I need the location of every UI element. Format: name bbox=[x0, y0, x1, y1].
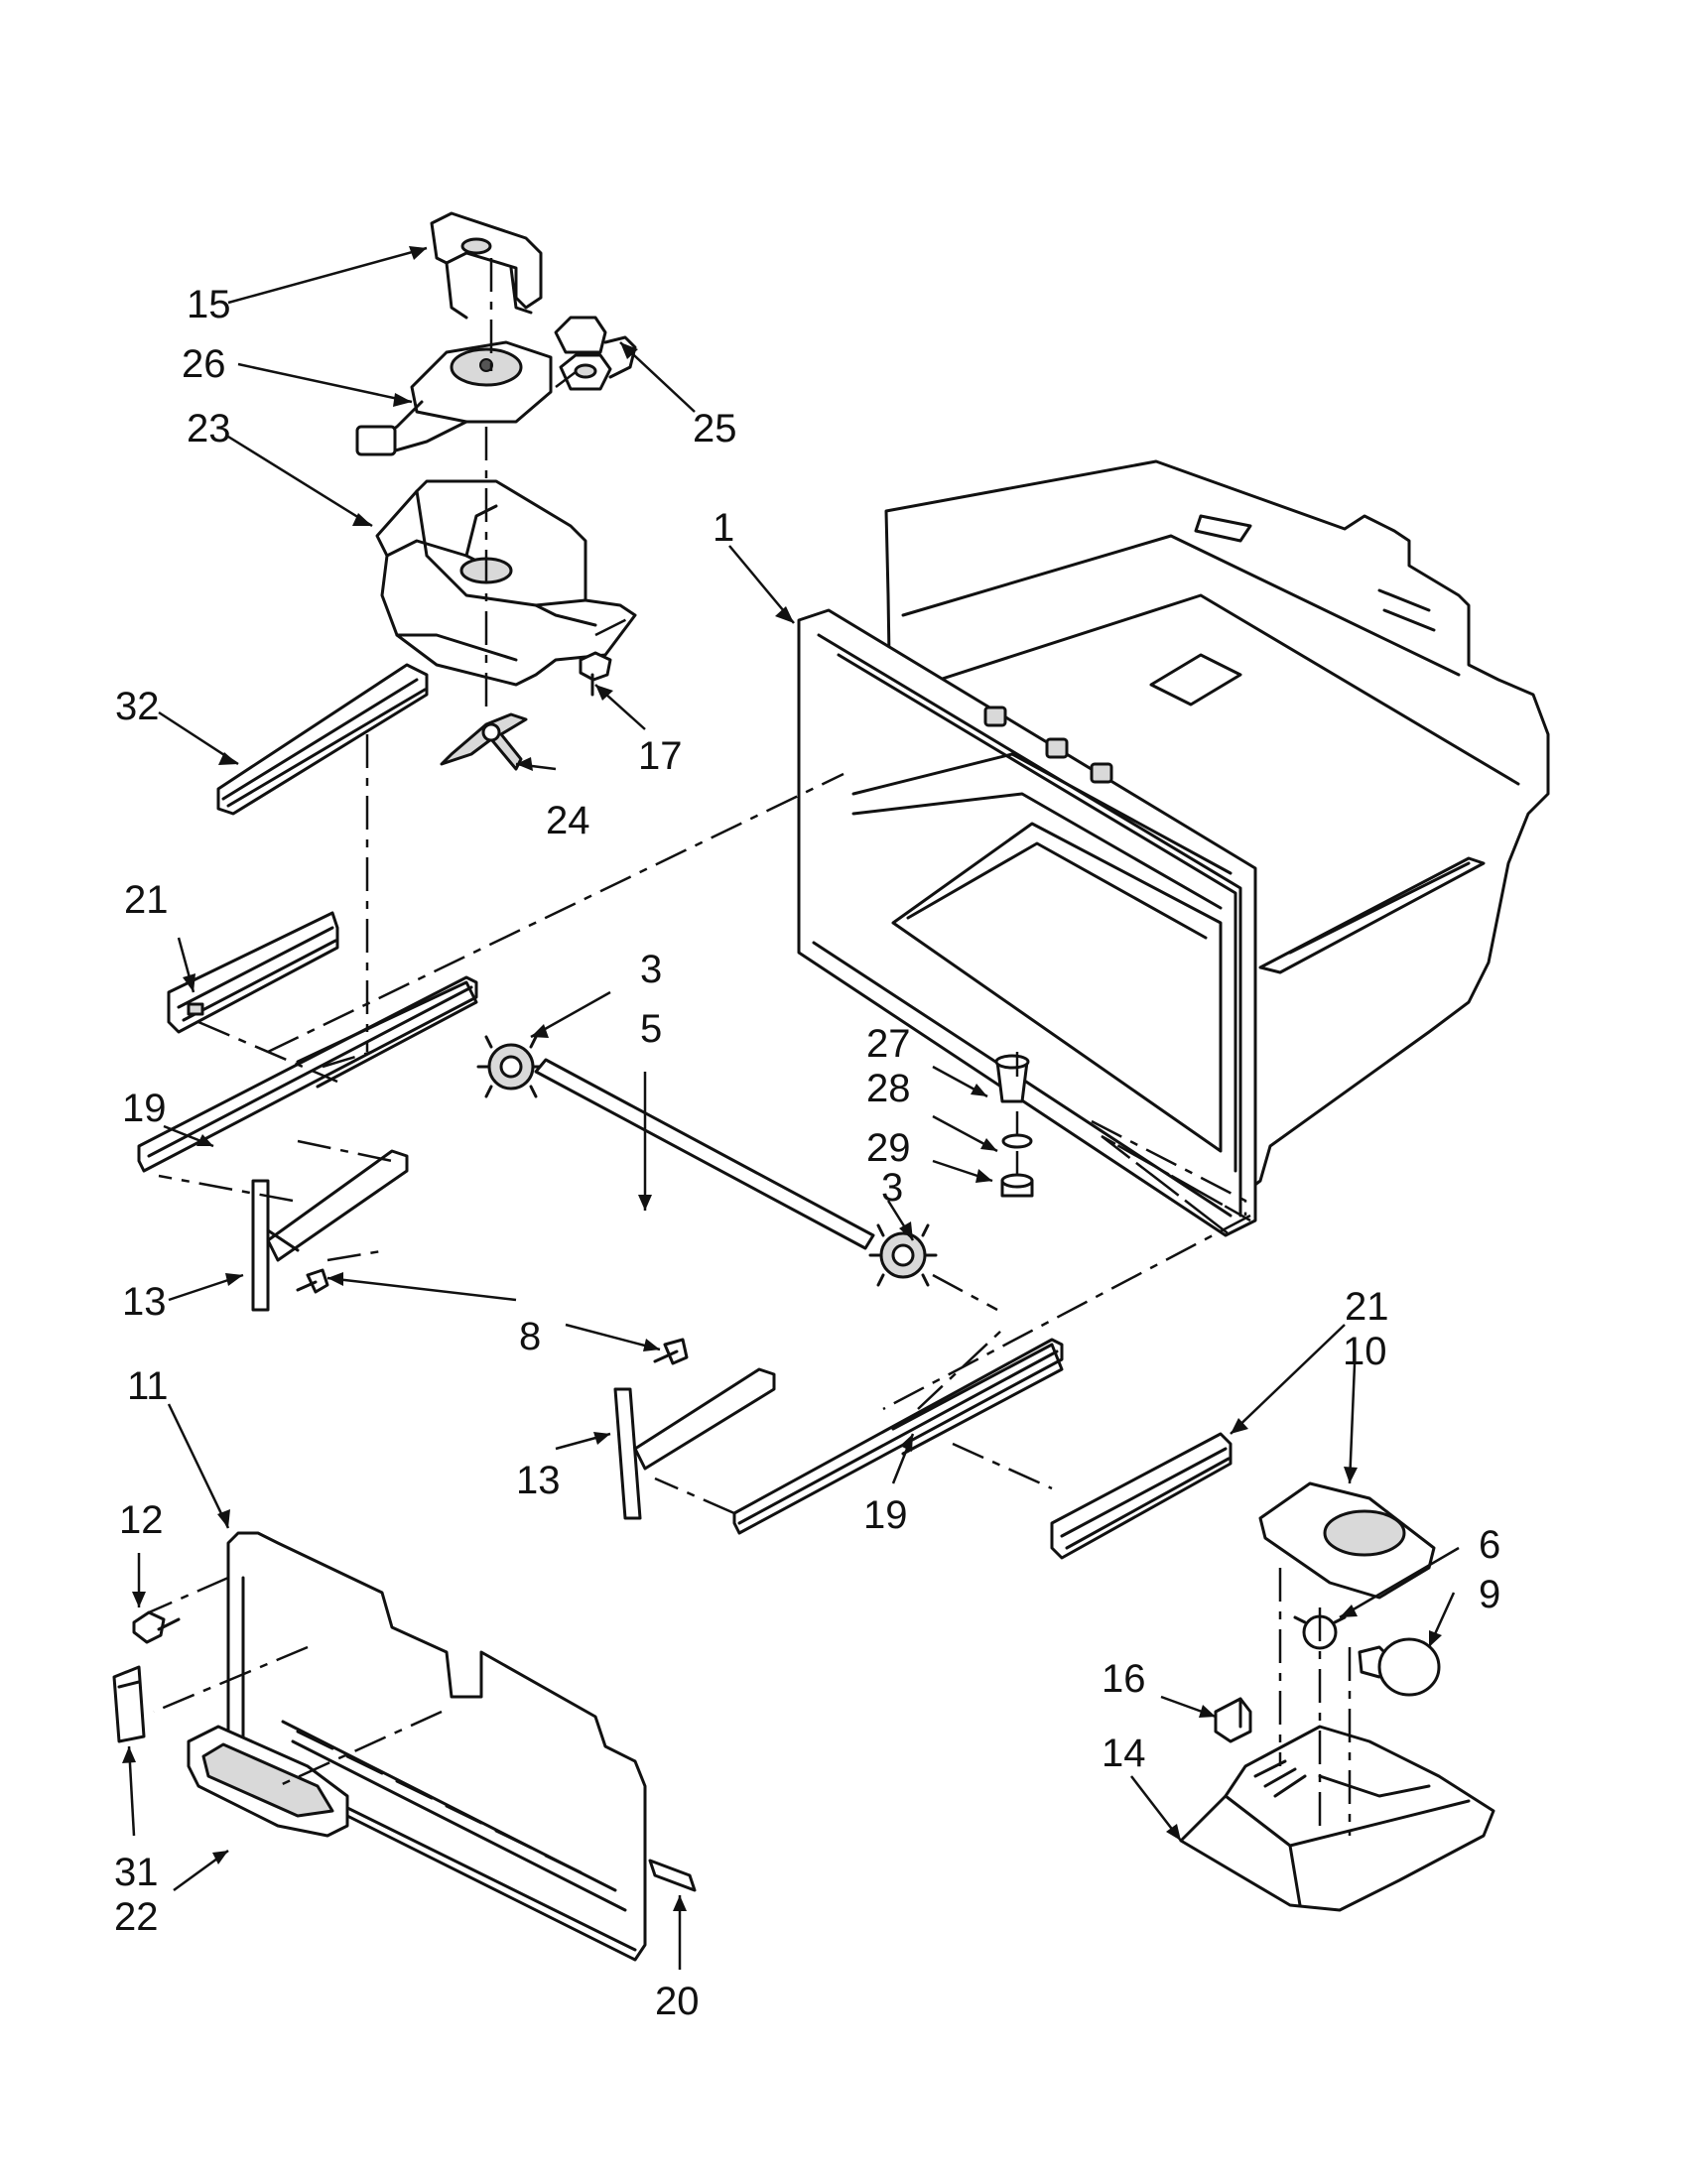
bracket-right bbox=[613, 1367, 776, 1520]
clip-31 bbox=[112, 1665, 146, 1743]
glide-rail-right bbox=[732, 1338, 1064, 1535]
callout-28: 28 bbox=[866, 1067, 911, 1110]
callout-27: 27 bbox=[866, 1022, 911, 1066]
callout-26: 26 bbox=[182, 342, 226, 386]
fan-motor bbox=[355, 340, 553, 456]
callout-3-lower: 3 bbox=[881, 1166, 903, 1210]
top-bracket bbox=[430, 211, 543, 320]
callout-8: 8 bbox=[519, 1315, 541, 1358]
callout-20: 20 bbox=[655, 1980, 700, 2023]
switch bbox=[1214, 1697, 1252, 1743]
callout-15: 15 bbox=[187, 283, 231, 326]
callout-14: 14 bbox=[1102, 1732, 1146, 1775]
screw-12 bbox=[132, 1610, 181, 1644]
screw-8-right bbox=[653, 1338, 689, 1365]
callout-21-upper: 21 bbox=[124, 878, 169, 922]
gear-upper bbox=[476, 1035, 546, 1098]
callout-13-left: 13 bbox=[122, 1280, 167, 1324]
callout-12: 12 bbox=[119, 1498, 164, 1542]
callout-19-right: 19 bbox=[863, 1493, 908, 1537]
gear-lower bbox=[868, 1223, 938, 1287]
glide-rail-left bbox=[137, 975, 478, 1173]
callout-29: 29 bbox=[866, 1126, 911, 1170]
freezer-bin bbox=[797, 459, 1550, 1237]
callout-25: 25 bbox=[693, 407, 737, 450]
slide-rail-right bbox=[1050, 1432, 1233, 1560]
screw-17 bbox=[579, 651, 612, 697]
bearing-set bbox=[994, 1054, 1034, 1198]
callout-10: 10 bbox=[1343, 1330, 1387, 1373]
sensor-assembly bbox=[554, 316, 637, 391]
callout-24: 24 bbox=[546, 799, 590, 842]
bracket-left bbox=[251, 1149, 409, 1312]
slide-rail-left bbox=[167, 911, 339, 1034]
screw-8-left bbox=[296, 1268, 329, 1294]
grille bbox=[187, 1725, 349, 1838]
back-panel bbox=[226, 1531, 647, 1962]
shaft bbox=[534, 1058, 875, 1250]
callout-6: 6 bbox=[1479, 1523, 1500, 1567]
callout-9: 9 bbox=[1479, 1573, 1500, 1616]
callout-21-lower: 21 bbox=[1345, 1285, 1389, 1329]
callout-1: 1 bbox=[713, 506, 734, 550]
fan-blade bbox=[440, 712, 528, 771]
assembly-lines bbox=[148, 258, 1352, 1836]
callout-17: 17 bbox=[638, 734, 683, 778]
callout-32: 32 bbox=[115, 685, 160, 728]
arrowheads bbox=[122, 246, 1442, 1911]
callout-22: 22 bbox=[114, 1895, 159, 1939]
lamp-housing bbox=[1179, 1725, 1495, 1912]
callout-3-upper: 3 bbox=[640, 948, 662, 991]
callout-labels: 15 26 23 25 1 32 17 24 21 3 5 27 28 29 3… bbox=[114, 283, 1500, 2023]
callout-13-right: 13 bbox=[516, 1459, 561, 1502]
callout-16: 16 bbox=[1102, 1657, 1146, 1701]
callout-5: 5 bbox=[640, 1007, 662, 1051]
callout-31: 31 bbox=[114, 1851, 159, 1894]
strip-20 bbox=[648, 1859, 697, 1892]
callout-23: 23 bbox=[187, 407, 231, 450]
callout-11: 11 bbox=[127, 1364, 169, 1408]
rail-cover bbox=[216, 663, 429, 816]
lamp-cover bbox=[1258, 1481, 1436, 1600]
callout-19-left: 19 bbox=[122, 1087, 167, 1130]
fan-housing bbox=[375, 479, 637, 687]
light-bulb bbox=[1358, 1637, 1441, 1697]
